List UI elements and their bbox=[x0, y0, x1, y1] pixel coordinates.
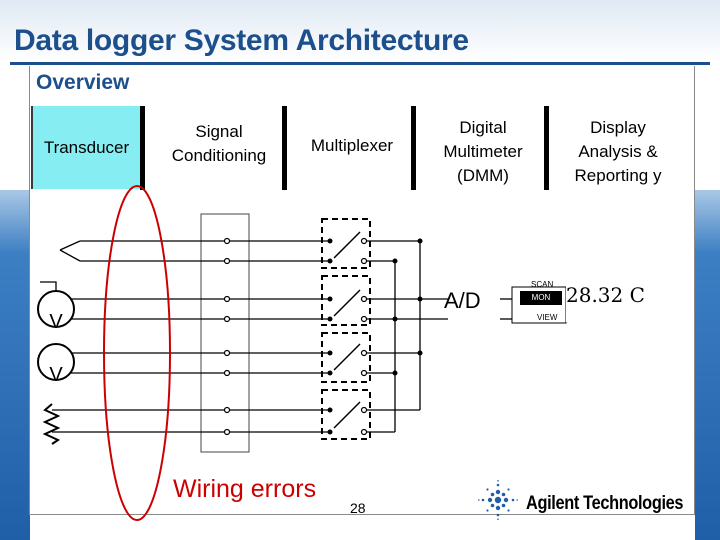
display-area bbox=[566, 276, 678, 322]
signal-conditioning-box bbox=[200, 213, 250, 453]
slide-title: Data logger System Architecture bbox=[14, 24, 469, 57]
wiring-errors-label: Wiring errors bbox=[173, 475, 317, 503]
channel-wires bbox=[40, 240, 512, 433]
content-frame bbox=[29, 66, 695, 515]
stage-multiplexer-label: Multiplexer bbox=[310, 136, 394, 155]
header-rule bbox=[10, 62, 710, 65]
agilent-logo-text: Agilent Technologies bbox=[526, 493, 684, 514]
right-blue-band bbox=[695, 190, 720, 540]
ad-converter-label: A/D bbox=[444, 288, 481, 313]
stage-signal-line-1: Signal bbox=[195, 122, 243, 141]
resistor-icon bbox=[42, 403, 61, 445]
stage-dmm: Digital Multimeter (DMM) bbox=[430, 116, 536, 188]
stage-transducer-label: Transducer bbox=[43, 137, 130, 157]
terminal-circles bbox=[223, 237, 368, 436]
stage-multiplexer: Multiplexer bbox=[298, 134, 406, 158]
voltage-source-1 bbox=[37, 290, 75, 328]
scan-label: SCAN bbox=[531, 280, 554, 289]
stage-signal-line-2: Conditioning bbox=[171, 146, 267, 165]
mux-switch-box-1 bbox=[321, 218, 371, 269]
voltage-source-1-label: V bbox=[49, 311, 63, 333]
mux-switch-box-4 bbox=[321, 389, 371, 440]
stage-divider bbox=[544, 106, 549, 190]
header-band bbox=[0, 0, 720, 62]
voltage-source-2-label: V bbox=[49, 364, 63, 386]
stage-dmm-line-2: Multimeter bbox=[443, 142, 523, 161]
stage-display: Display Analysis & Reporting y bbox=[556, 116, 680, 188]
stage-display-line-1: Display bbox=[590, 118, 646, 137]
mux-switch-box-2 bbox=[321, 275, 371, 326]
wiring-errors-highlight bbox=[103, 185, 171, 521]
mon-button[interactable]: MON bbox=[520, 291, 562, 305]
stage-display-line-3: Reporting y bbox=[574, 166, 662, 185]
mux-switch-blades bbox=[333, 231, 361, 429]
stage-display-line-2: Analysis & bbox=[578, 142, 658, 161]
mux-switch-box-3 bbox=[321, 332, 371, 383]
junction-dots bbox=[327, 238, 423, 435]
slide-number: 28 bbox=[350, 500, 366, 516]
view-label: VIEW bbox=[537, 313, 558, 322]
stage-divider bbox=[411, 106, 416, 190]
temperature-reading: 28.32 C bbox=[566, 283, 645, 307]
stage-dmm-line-1: Digital bbox=[459, 118, 507, 137]
stage-divider bbox=[282, 106, 287, 190]
left-blue-band bbox=[0, 190, 30, 540]
stage-signal-conditioning: Signal Conditioning bbox=[157, 120, 281, 168]
voltage-source-2 bbox=[37, 343, 75, 381]
slide-subtitle: Overview bbox=[36, 71, 130, 94]
stage-divider bbox=[140, 106, 145, 190]
agilent-spark-icon bbox=[478, 480, 518, 520]
stage-transducer: Transducer bbox=[31, 106, 140, 189]
stage-dmm-line-3: (DMM) bbox=[457, 166, 509, 185]
